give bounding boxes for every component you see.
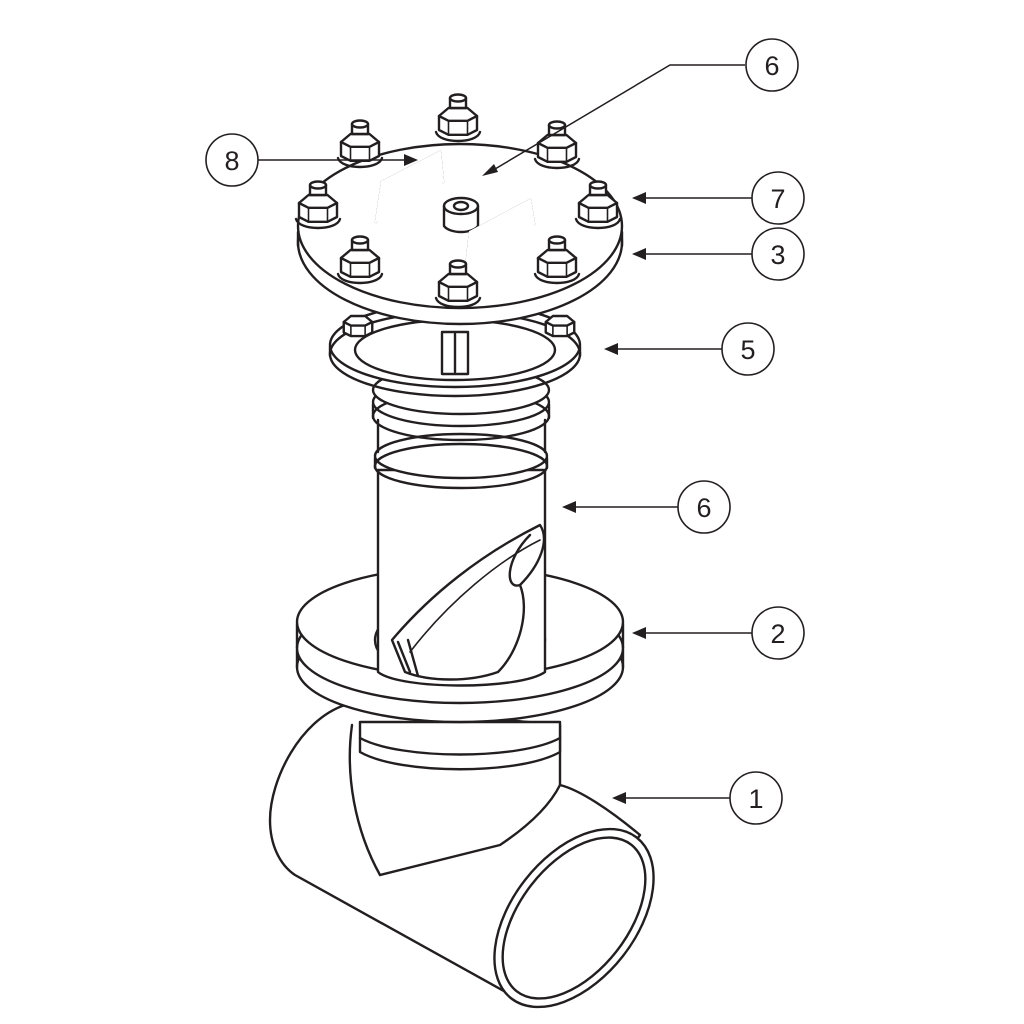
- callout-label-r5: 2: [770, 619, 785, 649]
- hex-bolt: [574, 180, 622, 230]
- hex-bolt: [533, 235, 581, 285]
- callout-r1: 7: [751, 171, 805, 225]
- callout-r4: 6: [677, 480, 731, 534]
- callout-top: 6: [745, 38, 799, 92]
- callout-label-r2: 3: [770, 240, 785, 270]
- hex-bolt: [294, 180, 342, 230]
- arrowhead-left: [404, 154, 418, 166]
- hex-bolt: [434, 259, 482, 309]
- callout-label-r3: 5: [740, 335, 755, 365]
- callout-label-top: 6: [764, 51, 779, 81]
- arrowhead-r2: [632, 248, 646, 260]
- callout-r2: 3: [751, 227, 805, 281]
- hex-bolt: [533, 120, 581, 170]
- callout-label-r1: 7: [770, 184, 785, 214]
- callout-r6: 1: [729, 771, 783, 825]
- hex-bolt: [342, 314, 374, 338]
- hex-bolt: [434, 93, 482, 143]
- callout-left: 8: [205, 133, 259, 187]
- arrowhead-r3: [604, 343, 618, 355]
- callout-label-left: 8: [224, 146, 239, 176]
- arrowhead-r4: [562, 501, 576, 513]
- arrowhead-r6: [612, 792, 626, 804]
- gasket-ring: [328, 301, 582, 398]
- arrowhead-r1: [632, 192, 646, 204]
- hex-bolt: [336, 235, 384, 285]
- callout-label-r6: 1: [748, 784, 763, 814]
- arrowhead-r5: [632, 627, 646, 639]
- lifting-handles: [374, 150, 536, 270]
- bolt-set: [294, 93, 622, 338]
- hex-bolt: [336, 119, 384, 169]
- arrowhead-top: [482, 164, 498, 176]
- tee-pipe: [268, 703, 655, 1009]
- hex-bolt: [544, 314, 576, 338]
- leader-lines: [258, 64, 752, 804]
- callout-r5: 2: [751, 606, 805, 660]
- leader-top: [489, 64, 745, 173]
- callout-r3: 5: [721, 322, 775, 376]
- sleeve-with-disc: [371, 364, 551, 687]
- callout-label-r4: 6: [696, 493, 711, 523]
